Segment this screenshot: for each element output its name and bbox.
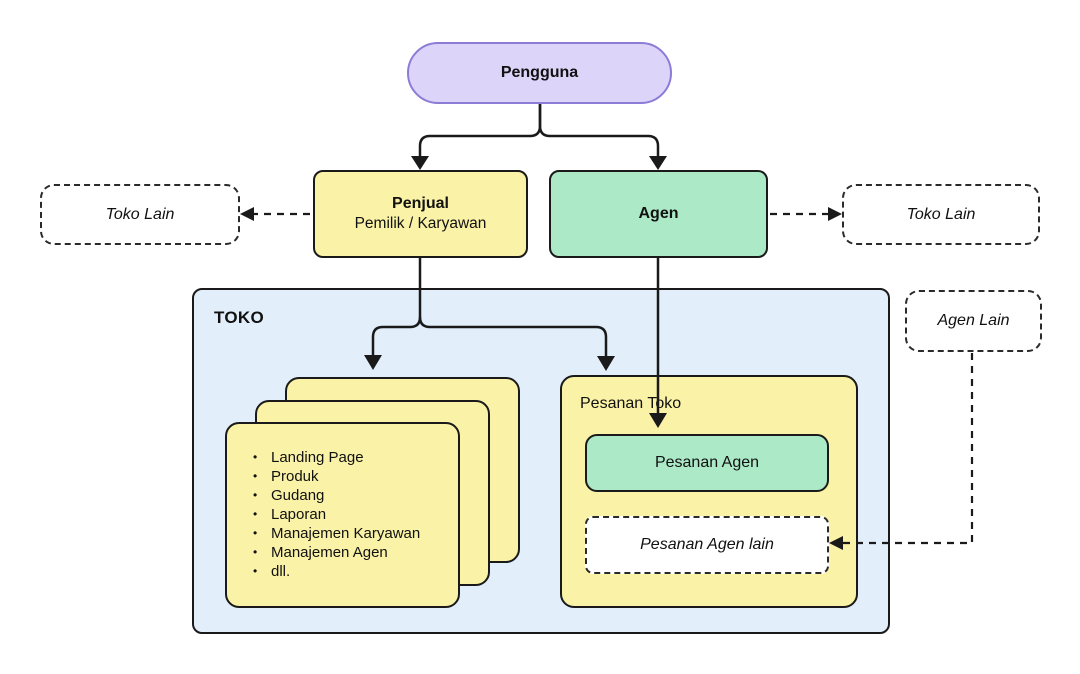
arrowhead-toko-lain-right xyxy=(828,207,842,221)
pesanan-agen-lain-label: Pesanan Agen lain xyxy=(640,536,774,553)
toko-lain-right-node: Toko Lain xyxy=(842,184,1040,245)
feature-item: Manajemen Agen xyxy=(253,543,448,562)
agen-lain-label: Agen Lain xyxy=(937,312,1010,329)
arrowhead-penjual xyxy=(411,156,429,170)
penjual-node: Penjual Pemilik / Karyawan xyxy=(313,170,528,258)
pengguna-label: Pengguna xyxy=(500,64,579,81)
feature-item: Gudang xyxy=(253,486,448,505)
pesanan-agen-box: Pesanan Agen xyxy=(585,434,829,492)
edge-pengguna-penjual xyxy=(418,104,542,158)
arrowhead-agen xyxy=(649,156,667,170)
feature-card-front: Landing PageProdukGudangLaporanManajemen… xyxy=(225,422,460,608)
agen-label: Agen xyxy=(638,205,679,222)
pesanan-toko-label: Pesanan Toko xyxy=(580,395,682,412)
toko-label: TOKO xyxy=(214,308,265,327)
feature-item: Manajemen Karyawan xyxy=(253,524,448,543)
edge-pengguna-agen xyxy=(538,104,660,158)
feature-item: dll. xyxy=(253,562,448,581)
arrowhead-toko-lain-left xyxy=(240,207,254,221)
toko-lain-left-label: Toko Lain xyxy=(105,205,175,223)
agen-node: Agen xyxy=(549,170,768,258)
penjual-subtitle: Pemilik / Karyawan xyxy=(354,215,487,233)
pesanan-agen-lain-box: Pesanan Agen lain xyxy=(585,516,829,574)
feature-list: Landing PageProdukGudangLaporanManajemen… xyxy=(253,448,448,581)
toko-lain-left-node: Toko Lain xyxy=(40,184,240,245)
penjual-title: Penjual xyxy=(392,194,449,212)
toko-lain-right-label: Toko Lain xyxy=(906,205,976,223)
agen-lain-node: Agen Lain xyxy=(905,290,1042,352)
pesanan-agen-label: Pesanan Agen xyxy=(654,454,760,471)
pesanan-toko-box: Pesanan Toko Pesanan Agen Pesanan Agen l… xyxy=(560,375,858,608)
feature-item: Laporan xyxy=(253,505,448,524)
feature-item: Landing Page xyxy=(253,448,448,467)
pengguna-node: Pengguna xyxy=(407,42,672,104)
feature-item: Produk xyxy=(253,467,448,486)
